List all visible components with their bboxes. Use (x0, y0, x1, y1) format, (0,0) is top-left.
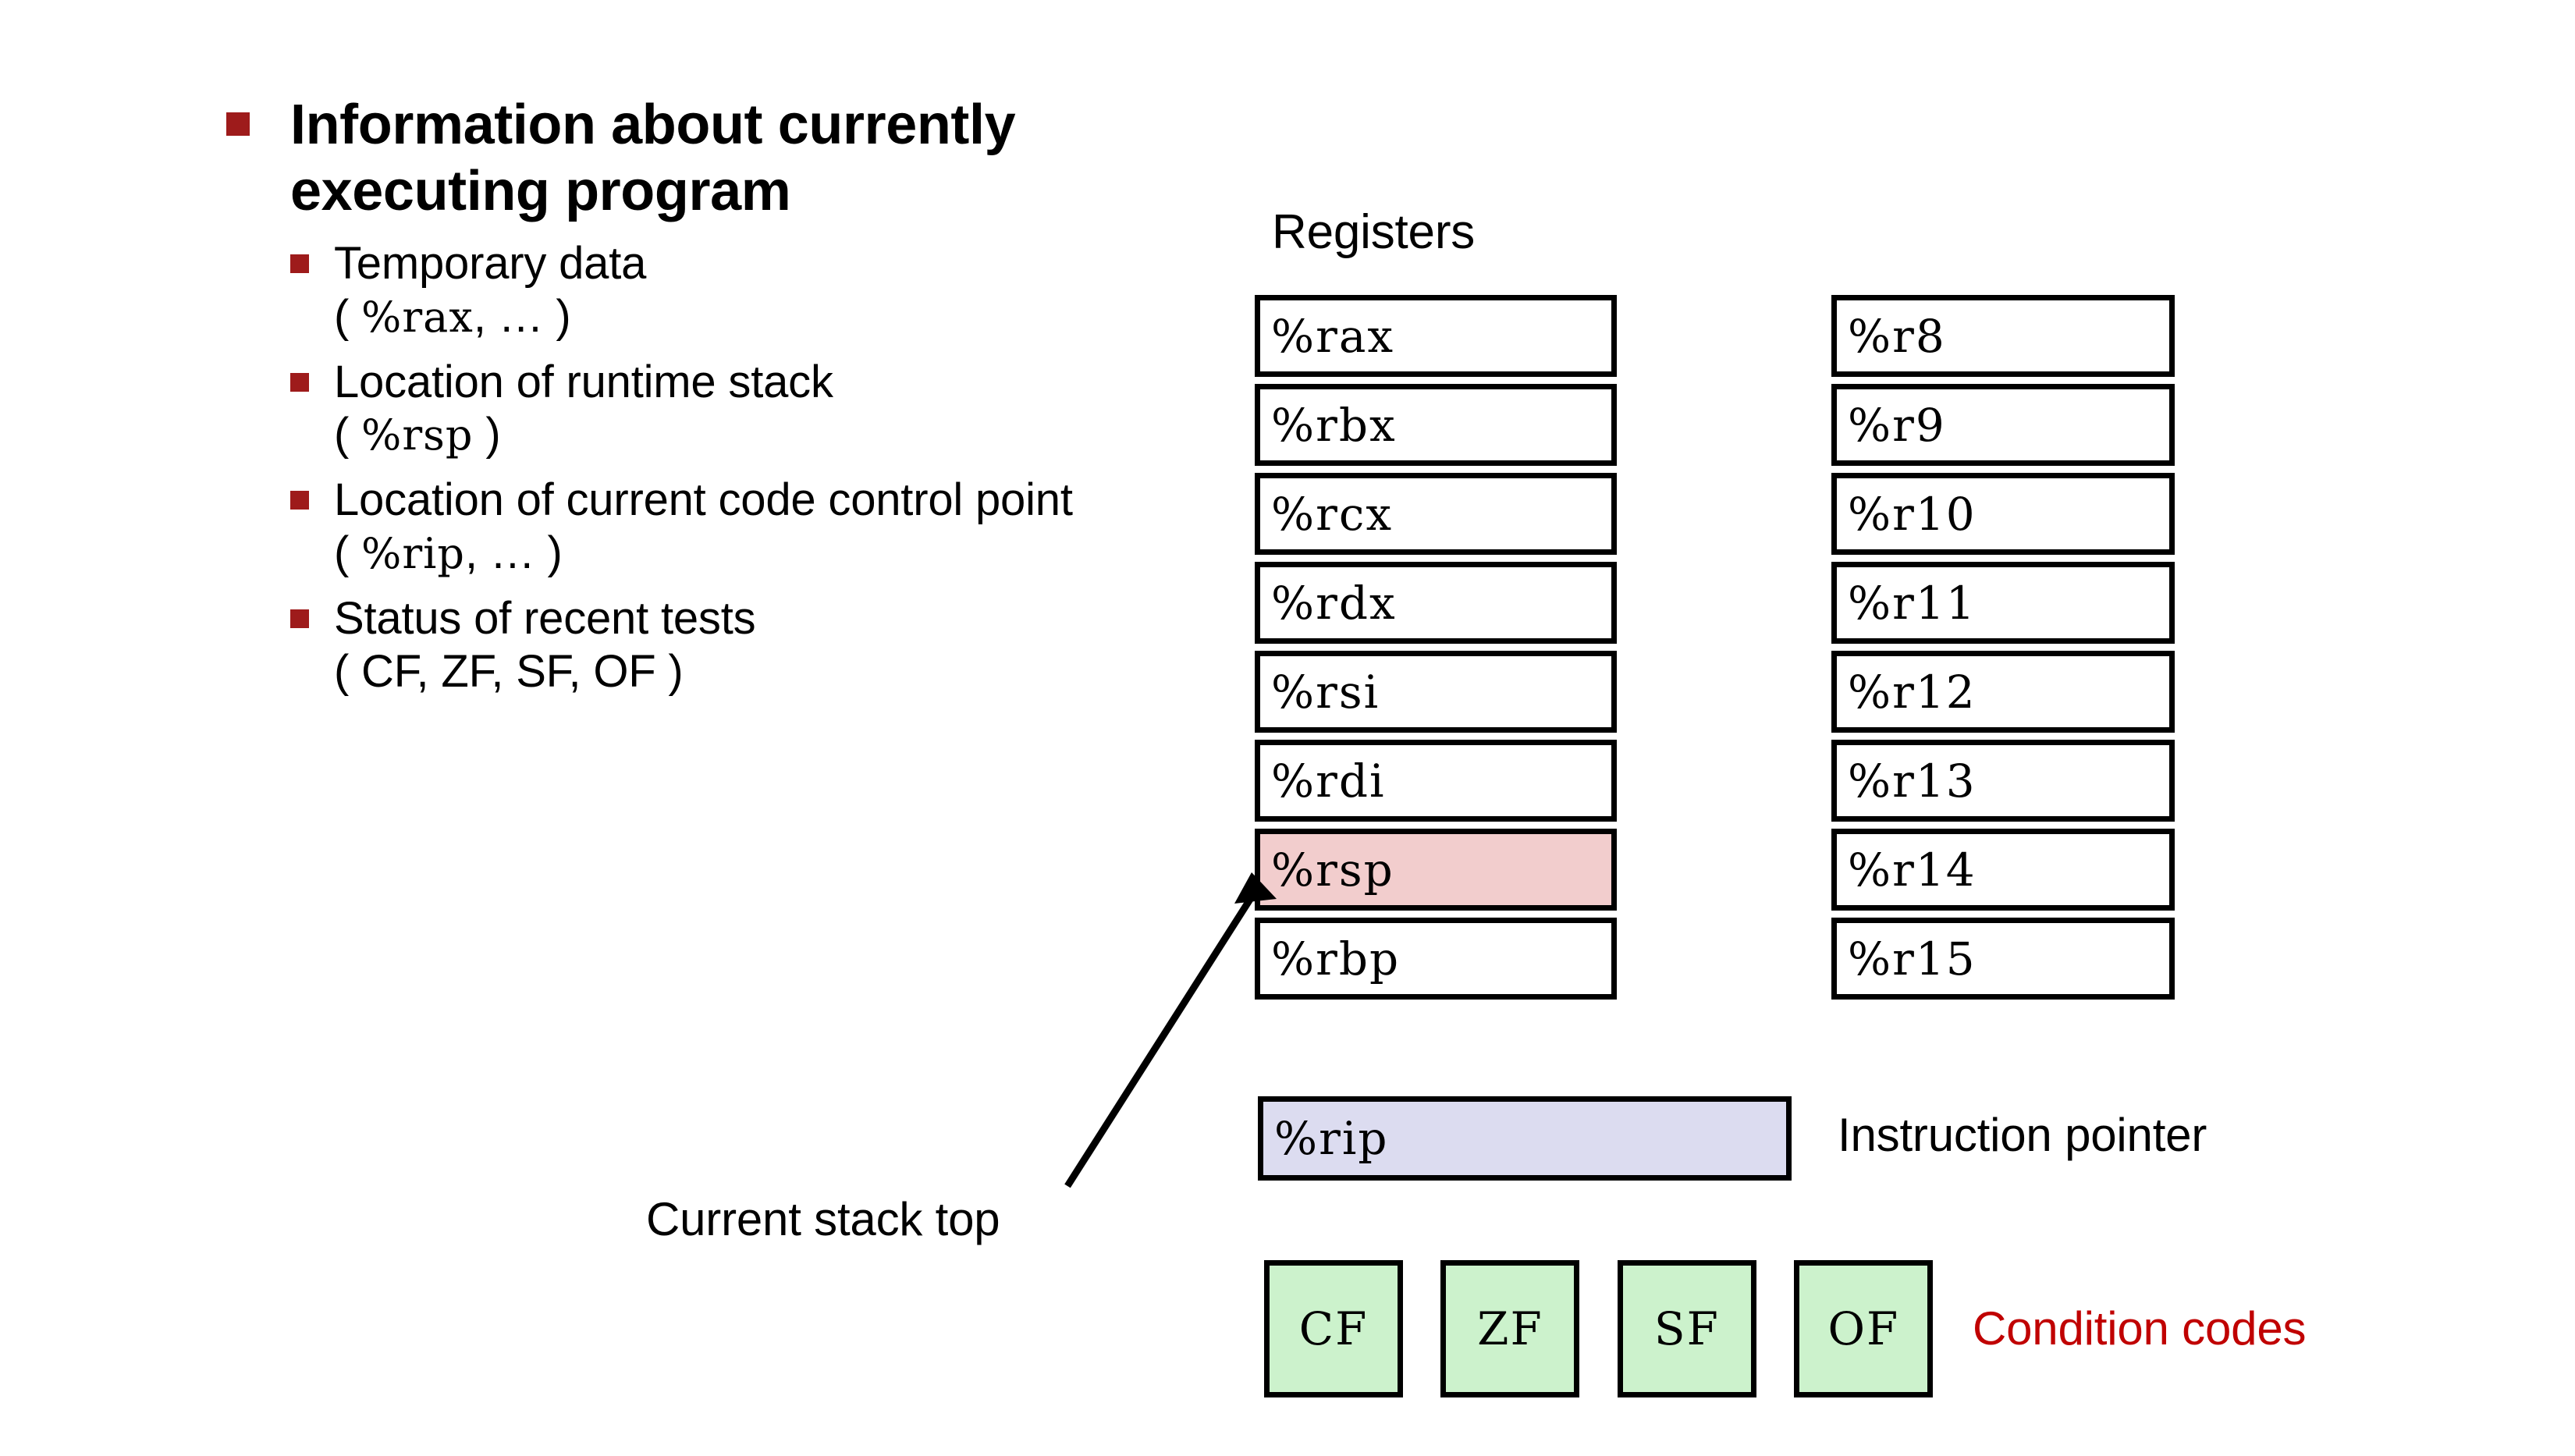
detail-suffix: , … ) (473, 290, 571, 342)
square-bullet-icon (290, 372, 309, 392)
bullet-text: Status of recent tests (334, 593, 756, 645)
condition-code-box-cf[interactable]: CF (1264, 1260, 1403, 1397)
register-column-right: %r8 %r9 %r10 %r11 %r12 %r13 %r14 %r15 (1831, 295, 2175, 1007)
detail-suffix: , … ) (465, 527, 563, 579)
register-box-r11[interactable]: %r11 (1831, 562, 2175, 644)
register-box-rdx[interactable]: %rdx (1255, 562, 1617, 644)
register-box-r14[interactable]: %r14 (1831, 829, 2175, 911)
condition-code-box-of[interactable]: OF (1794, 1260, 1934, 1397)
bullet-current-code-control-point: Location of current code control point (… (218, 474, 1092, 580)
register-box-r10[interactable]: %r10 (1831, 473, 2175, 555)
register-box-r12[interactable]: %r12 (1831, 651, 2175, 733)
register-box-r8[interactable]: %r8 (1831, 295, 2175, 377)
register-box-r13[interactable]: %r13 (1831, 740, 2175, 822)
register-box-rsp[interactable]: %rsp (1255, 829, 1617, 911)
bullet-status-recent-tests: Status of recent tests ( CF, ZF, SF, OF … (218, 592, 1092, 698)
bullet-level1-text: Information about currently executing pr… (290, 94, 1016, 222)
detail-prefix: ( (334, 527, 362, 579)
detail-prefix: ( (334, 409, 362, 460)
bullet-temporary-data: Temporary data ( %rax, … ) (218, 237, 1092, 343)
condition-code-row: CF ZF SF OF (1264, 1260, 1967, 1397)
register-box-rbp[interactable]: %rbp (1255, 918, 1617, 1000)
detail-suffix: ) (473, 409, 501, 460)
register-box-rsi[interactable]: %rsi (1255, 651, 1617, 733)
bullet-runtime-stack: Location of runtime stack ( %rsp ) (218, 356, 1092, 462)
condition-code-box-sf[interactable]: SF (1617, 1260, 1756, 1397)
detail-register: %rsp (361, 410, 474, 460)
register-box-rax[interactable]: %rax (1255, 295, 1617, 377)
bullet-list: Information about currently executing pr… (218, 92, 1092, 698)
square-bullet-icon (290, 254, 309, 273)
detail-prefix: ( (334, 290, 362, 342)
bullet-detail-flags: ( CF, ZF, SF, OF ) (334, 645, 684, 697)
bullet-detail: ( %rip, … ) (334, 527, 1092, 580)
condition-codes-label: Condition codes (1973, 1302, 2307, 1355)
bullet-detail: ( %rsp ) (334, 408, 1092, 461)
bullet-text: Location of runtime stack (334, 356, 833, 407)
detail-register: %rip (361, 529, 465, 579)
registers-heading: Registers (1272, 205, 1476, 259)
square-bullet-icon (290, 491, 309, 510)
register-box-rbx[interactable]: %rbx (1255, 384, 1617, 466)
bullet-text: Temporary data (334, 237, 647, 289)
instruction-pointer-label: Instruction pointer (1838, 1109, 2207, 1161)
current-stack-top-label: Current stack top (646, 1193, 1000, 1245)
register-box-r15[interactable]: %r15 (1831, 918, 2175, 1000)
register-box-rdi[interactable]: %rdi (1255, 740, 1617, 822)
register-box-rcx[interactable]: %rcx (1255, 473, 1617, 555)
register-column-left: %rax %rbx %rcx %rdx %rsi %rdi %rsp %rbp (1255, 295, 1617, 1007)
bullet-text: Location of current code control point (334, 474, 1073, 526)
square-bullet-icon (290, 609, 309, 629)
register-box-rip[interactable]: %rip (1258, 1096, 1792, 1181)
register-box-r9[interactable]: %r9 (1831, 384, 2175, 466)
bullet-detail: ( %rax, … ) (334, 290, 1092, 343)
condition-code-box-zf[interactable]: ZF (1440, 1260, 1580, 1397)
bullet-level1-information: Information about currently executing pr… (218, 92, 1092, 225)
square-bullet-icon (226, 112, 250, 136)
detail-register: %rax (361, 292, 474, 342)
